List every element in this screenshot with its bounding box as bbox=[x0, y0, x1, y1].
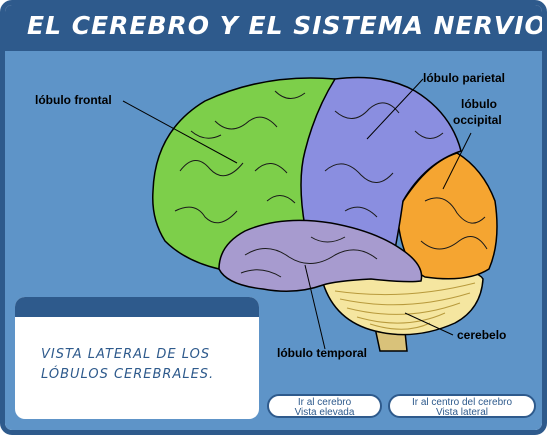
label-parietal: lóbulo parietal bbox=[423, 71, 506, 85]
label-cerebelo: cerebelo bbox=[457, 328, 507, 342]
diagram-area: lóbulo frontal lóbulo parietal lóbulo oc… bbox=[5, 51, 542, 430]
brain-diagram bbox=[122, 76, 498, 352]
label-frontal: lóbulo frontal bbox=[35, 93, 112, 107]
label-occipital-1: lóbulo bbox=[461, 97, 497, 111]
vista-elevada-line1: Ir al cerebro bbox=[297, 397, 352, 408]
info-panel-bar bbox=[15, 297, 259, 317]
info-panel: Vista lateral de los lóbulos cerebrales. bbox=[15, 297, 259, 419]
temporal-lobe-shape bbox=[218, 219, 423, 292]
label-temporal: lóbulo temporal bbox=[277, 346, 367, 360]
label-occipital-2: occipital bbox=[453, 113, 502, 127]
info-text: Vista lateral de los lóbulos cerebrales. bbox=[41, 347, 215, 382]
vista-elevada-button[interactable]: Ir al cerebro Vista elevada bbox=[267, 394, 382, 418]
vista-lateral-line2: Vista lateral bbox=[435, 407, 489, 418]
page-title: El Cerebro y el Sistema Nervioso bbox=[27, 11, 547, 40]
vista-elevada-line2: Vista elevada bbox=[294, 407, 355, 418]
vista-lateral-line1: Ir al centro del cerebro bbox=[411, 397, 513, 408]
header-bar: El Cerebro y el Sistema Nervioso bbox=[5, 5, 542, 51]
vista-lateral-button[interactable]: Ir al centro del cerebro Vista lateral bbox=[388, 394, 536, 418]
